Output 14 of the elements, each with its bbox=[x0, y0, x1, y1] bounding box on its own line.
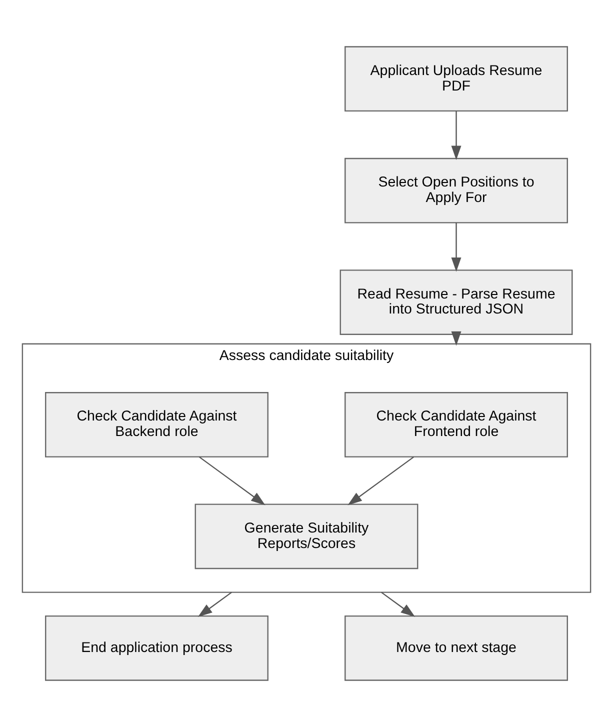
arrow bbox=[348, 456, 414, 505]
arrow bbox=[381, 591, 416, 616]
arrow bbox=[451, 110, 462, 160]
arrow bbox=[198, 591, 232, 616]
node-box: Check Candidate Against Frontend role bbox=[344, 392, 568, 457]
arrow bbox=[198, 456, 266, 505]
node-box: Check Candidate Against Backend role bbox=[45, 392, 268, 457]
node-box: Generate Suitability Reports/Scores bbox=[194, 503, 418, 569]
node-box: Applicant Uploads Resume PDF bbox=[344, 46, 568, 112]
arrow bbox=[451, 330, 462, 346]
node-box: Move to next stage bbox=[344, 614, 568, 680]
node-box: End application process bbox=[45, 614, 268, 680]
node-box: Select Open Positions to Apply For bbox=[344, 157, 568, 223]
arrow bbox=[451, 222, 462, 272]
